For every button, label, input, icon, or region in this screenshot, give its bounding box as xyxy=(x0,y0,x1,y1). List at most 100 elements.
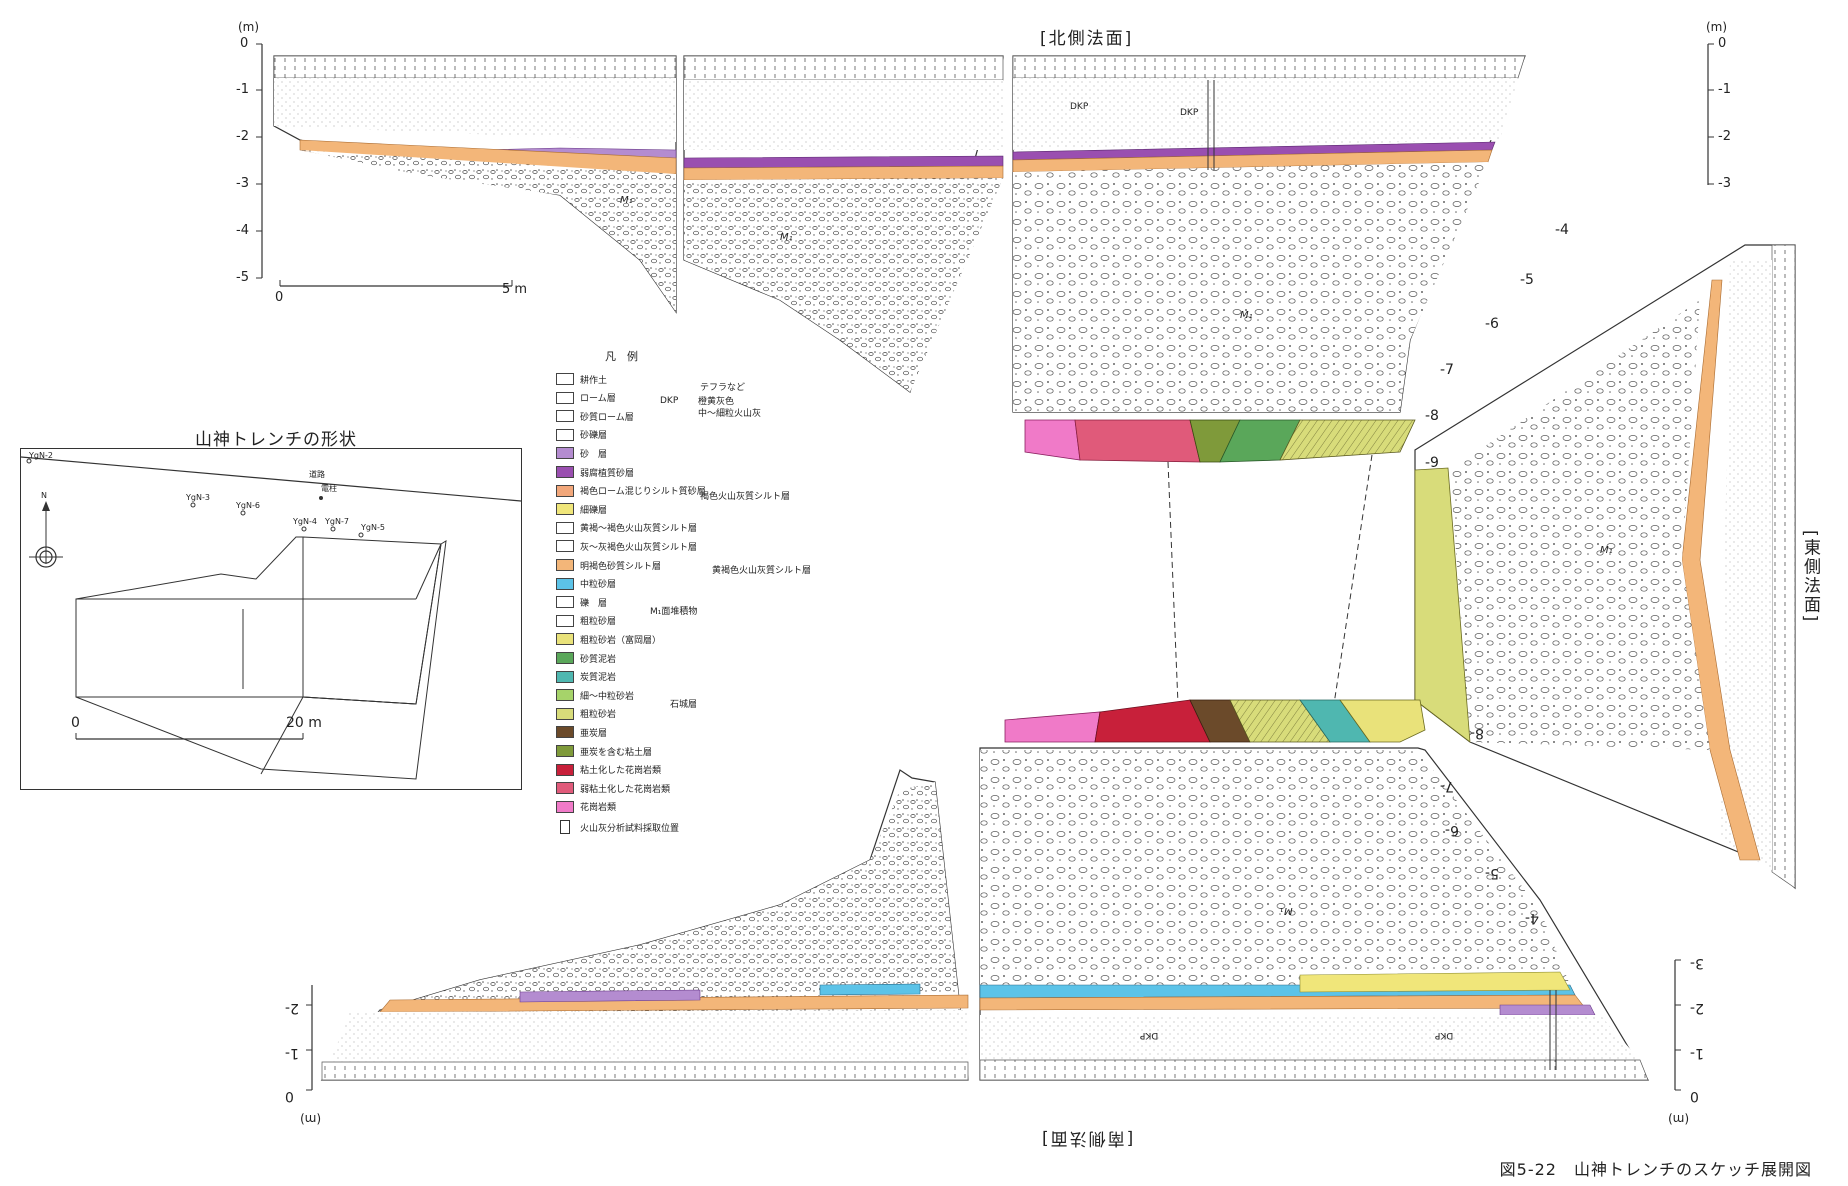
legend-swatch xyxy=(556,596,574,609)
north-rtick-0: 0 xyxy=(1718,36,1727,51)
south-unit-left: (m) xyxy=(300,1112,322,1126)
legend-swatch xyxy=(556,726,574,739)
legend-label: 砂質泥岩 xyxy=(580,654,617,665)
depth-label-6: -6 xyxy=(1485,316,1499,332)
legend-item: 中粒砂層 xyxy=(556,575,616,593)
trench-outline xyxy=(75,536,447,780)
legend-item: 亜炭層 xyxy=(556,723,607,741)
legend-item: 細礫層 xyxy=(556,500,607,518)
legend-label: 花崗岩類 xyxy=(580,803,617,814)
plan-drawing xyxy=(20,456,522,780)
south-depth-8: 8- xyxy=(1470,725,1484,741)
legend-item: 砂質ローム層 xyxy=(556,407,634,425)
legend-label: 中粒砂層 xyxy=(580,580,617,591)
dkp-mark-north-2: DKP xyxy=(1180,108,1199,118)
label-pole: 電柱 xyxy=(321,484,337,493)
legend-swatch xyxy=(556,670,574,683)
plan-scale-20: 20 m xyxy=(286,715,322,731)
legend-dkp-label: DKP xyxy=(660,396,679,406)
legend-swatch xyxy=(556,391,574,404)
legend-swatch xyxy=(556,466,574,478)
legend-label: 粗粒砂層 xyxy=(580,617,617,628)
south-ltick-1: 1- xyxy=(285,1045,299,1061)
south-axes xyxy=(306,959,1681,1091)
dkp-mark-south-1: DKP xyxy=(1140,1030,1159,1040)
label-north: N xyxy=(41,491,47,500)
legend-tephra-heading: テフラなど xyxy=(700,383,746,393)
m1-mark-north-2: M₁ xyxy=(780,232,793,243)
south-rtick-2: 2- xyxy=(1690,1000,1704,1016)
south-ltick-0: 0 xyxy=(285,1088,294,1104)
legend-item: 粗粒砂岩 xyxy=(556,705,616,723)
legend-label: 炭質泥岩 xyxy=(580,673,617,684)
point-ygn6 xyxy=(240,510,246,516)
legend-item: 粗粒砂層 xyxy=(556,612,616,630)
east-panel xyxy=(1414,244,1796,890)
legend-swatch xyxy=(556,745,574,757)
south-panel-main xyxy=(979,747,1650,1081)
legend-yellow-ash: 黄褐色火山灰質シルト層 xyxy=(712,566,812,576)
north-scale-5m: 5 m xyxy=(502,282,528,297)
legend-swatch xyxy=(556,559,574,571)
legend-swatch xyxy=(556,577,574,590)
depth-label-8: -8 xyxy=(1425,408,1439,424)
legend-brown-ash: 褐色火山灰質シルト層 xyxy=(700,492,791,502)
legend-dkp-desc2: 中～細粒火山灰 xyxy=(698,409,762,419)
legend-swatch xyxy=(556,763,574,776)
north-right-axis xyxy=(1707,43,1714,185)
north-arrow-icon xyxy=(29,501,63,568)
legend-label: 砂礫層 xyxy=(580,431,608,442)
north-unit-right: (m) xyxy=(1706,20,1728,34)
label-road: 道路 xyxy=(309,470,325,479)
legend-label: 黄褐～褐色火山灰質シルト層 xyxy=(580,524,698,535)
legend-swatch xyxy=(556,484,574,497)
legend-label: 細～中粒砂岩 xyxy=(580,691,635,702)
south-depth-6: 6- xyxy=(1445,822,1459,838)
legend-label: 粗粒砂岩 xyxy=(580,710,617,721)
connector-line-left xyxy=(1167,461,1179,705)
north-face-title: [北側法面] xyxy=(1040,29,1134,49)
m1-mark-south: M₁ xyxy=(1280,905,1293,916)
dkp-mark-north-1: DKP xyxy=(1070,102,1089,112)
legend-label: 耕作土 xyxy=(580,375,608,386)
legend-item: 花崗岩類 xyxy=(556,798,616,816)
depth-label-9: -9 xyxy=(1425,455,1439,471)
north-tick-5: -5 xyxy=(236,270,249,285)
south-bedrock-band xyxy=(1004,699,1426,743)
south-rtick-1: 1- xyxy=(1690,1045,1704,1061)
legend-sample-position: 火山灰分析試料採取位置 xyxy=(556,818,679,836)
legend-label: 粗粒砂岩（富岡層） xyxy=(580,635,662,646)
point-ygn3 xyxy=(190,502,196,508)
m1-mark-east: M₁ xyxy=(1600,545,1613,556)
label-ygn5: YgN-5 xyxy=(361,523,385,532)
legend-heading: 凡 例 xyxy=(605,350,638,363)
north-tick-1: -1 xyxy=(236,82,249,97)
legend-item: 炭質泥岩 xyxy=(556,668,616,686)
south-depth-5: 5- xyxy=(1485,865,1499,881)
legend-label: 砂質ローム層 xyxy=(580,412,634,423)
plan-scale-0: 0 xyxy=(71,715,80,731)
legend-label: 亜炭を含む粘土層 xyxy=(580,747,653,758)
legend-label: 細礫層 xyxy=(580,505,608,516)
legend-m1-deposit: M₁面堆積物 xyxy=(650,607,698,617)
legend-label: 灰～灰褐色火山灰質シルト層 xyxy=(580,542,698,553)
legend-swatch xyxy=(556,689,574,702)
north-scale-0: 0 xyxy=(275,290,284,305)
m1-mark-north-1: M₁ xyxy=(620,195,633,206)
south-panel-left xyxy=(320,769,969,1081)
point-ygn7 xyxy=(330,526,336,532)
south-depth-4: 4- xyxy=(1525,910,1539,926)
m1-mark-north-3: M₁ xyxy=(1240,310,1253,321)
north-bedrock-band xyxy=(1024,419,1416,463)
depth-label-4: -4 xyxy=(1555,222,1569,238)
legend-swatch xyxy=(556,447,574,460)
legend-item: 砂質泥岩 xyxy=(556,649,616,667)
legend-item: 弱腐植質砂層 xyxy=(556,463,634,481)
plan-box: YgN-2 YgN-3 YgN-6 YgN-4 YgN-7 YgN-5 電柱 道… xyxy=(20,448,522,790)
legend-item: 灰～灰褐色火山灰質シルト層 xyxy=(556,537,697,555)
legend-item: ローム層 xyxy=(556,389,616,407)
legend-dkp-desc1: 橙黄灰色 xyxy=(698,397,735,407)
dkp-mark-south-2: DKP xyxy=(1435,1030,1454,1040)
legend-label: ローム層 xyxy=(580,394,616,405)
